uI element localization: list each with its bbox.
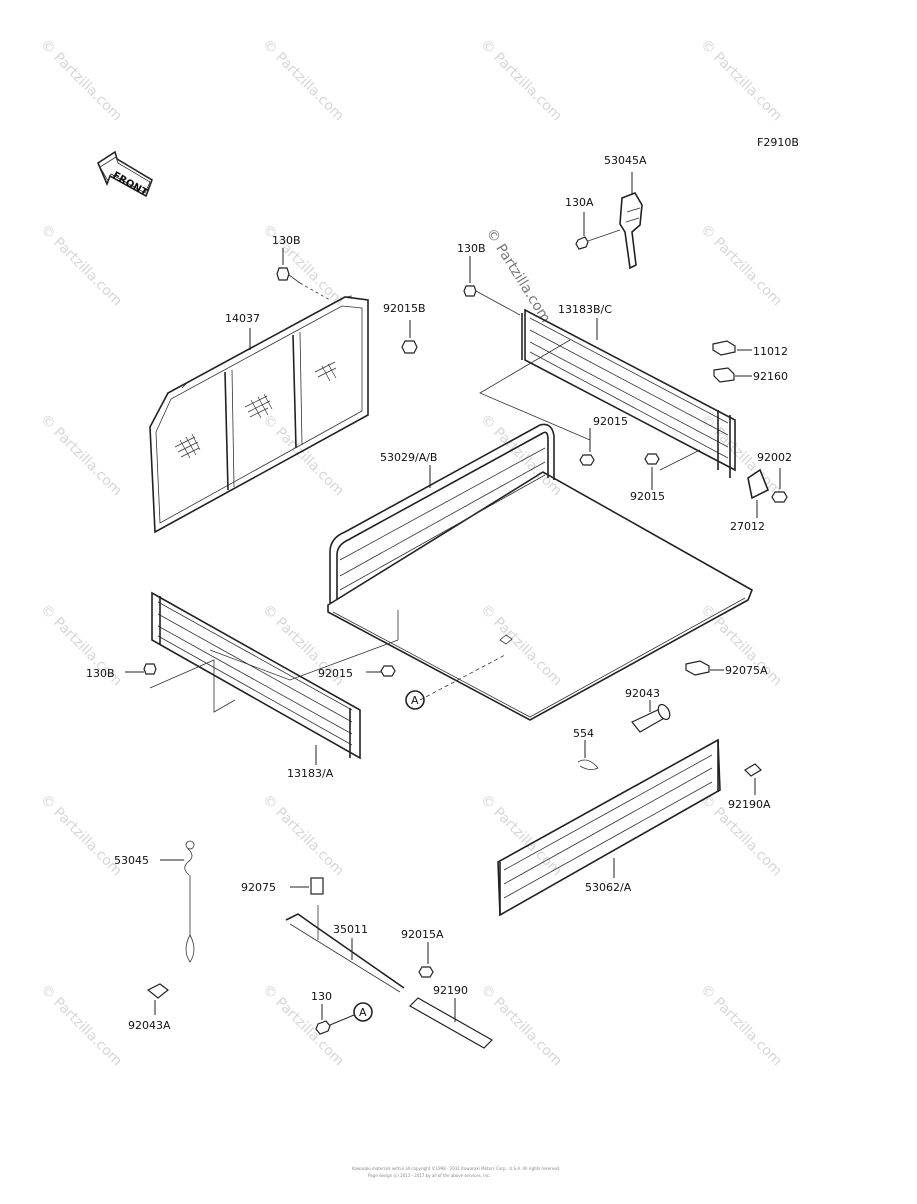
watermark: © Partzilla.com <box>37 792 125 880</box>
nut-icon <box>644 453 660 465</box>
part-label-92043: 92043 <box>625 687 660 700</box>
nut-icon <box>380 665 396 677</box>
part-label-92190A: 92190A <box>728 798 771 811</box>
cap-icon <box>712 340 736 356</box>
assembly-line <box>587 229 621 242</box>
callout-letter: A <box>411 694 419 707</box>
part-label-92015: 92015 <box>630 490 665 503</box>
bolt-icon <box>315 1020 331 1035</box>
watermark: © Partzilla.com <box>697 37 785 125</box>
assembly-line <box>149 659 236 713</box>
clip-icon <box>499 634 513 645</box>
roller-icon <box>310 877 324 895</box>
footer-copyright: Kawasaki materials within all copyright … <box>352 1166 560 1171</box>
watermark: © Partzilla.com <box>37 222 125 310</box>
bolt-icon <box>276 267 301 284</box>
callout-circle <box>405 690 425 710</box>
watermark: © Partzilla.com <box>259 412 347 500</box>
watermark: © Partzilla.com <box>477 982 565 1070</box>
latch-bracket <box>619 192 643 270</box>
cable-assembly <box>184 840 195 963</box>
part-label-92190: 92190 <box>433 984 468 997</box>
clip-icon <box>577 759 599 770</box>
callout-circle <box>353 1002 373 1022</box>
cap-icon <box>713 367 735 383</box>
assembly-line <box>659 449 701 471</box>
assembly-line <box>419 654 506 701</box>
bolt-icon <box>575 236 589 250</box>
nut-icon <box>418 966 434 978</box>
assembly-line <box>479 339 591 441</box>
part-label-92015B: 92015B <box>383 302 426 315</box>
part-label-130A: 130A <box>565 196 594 209</box>
watermark: © Partzilla.com <box>477 37 565 125</box>
tailgate-panel <box>497 738 721 917</box>
part-label-92015: 92015 <box>318 667 353 680</box>
watermark: © Partzilla.com <box>697 222 785 310</box>
part-label-13183BC: 13183B/C <box>558 303 612 316</box>
watermark: © Partzilla.com <box>259 37 347 125</box>
assembly-line <box>475 290 521 316</box>
part-label-92015: 92015 <box>593 415 628 428</box>
tube-icon <box>409 997 493 1049</box>
cap-icon <box>744 763 762 777</box>
diagram-code: F2910B <box>757 136 799 149</box>
watermark: © Partzilla.com <box>259 792 347 880</box>
watermark-center: © Partzilla.com <box>483 226 554 326</box>
part-label-130B: 130B <box>272 234 301 247</box>
part-label-92160: 92160 <box>753 370 788 383</box>
front-arrow-icon: FRONT <box>96 150 153 199</box>
part-label-53045A: 53045A <box>604 154 647 167</box>
part-label-130B: 130B <box>457 242 486 255</box>
part-label-11012: 11012 <box>753 345 788 358</box>
part-label-92075: 92075 <box>241 881 276 894</box>
part-label-53029AB: 53029/A/B <box>380 451 437 464</box>
left-side-panel <box>151 591 361 760</box>
watermark: © Partzilla.com <box>259 982 347 1070</box>
part-label-53062A: 53062/A <box>585 881 632 894</box>
part-label-35011: 35011 <box>333 923 368 936</box>
clip-icon <box>146 983 169 999</box>
right-side-panel <box>521 308 736 478</box>
latch-rod <box>285 905 405 993</box>
part-label-554: 554 <box>573 727 594 740</box>
bolt-icon <box>463 285 477 297</box>
watermark: © Partzilla.com <box>697 982 785 1070</box>
part-label-92002: 92002 <box>757 451 792 464</box>
rear-window-panel <box>149 295 369 534</box>
part-label-14037: 14037 <box>225 312 260 325</box>
part-label-92015A: 92015A <box>401 928 444 941</box>
part-label-92043A: 92043A <box>128 1019 171 1032</box>
part-label-13183A: 13183/A <box>287 767 334 780</box>
cargo-bed <box>327 423 754 721</box>
part-label-130: 130 <box>311 990 332 1003</box>
nut-icon <box>401 340 418 354</box>
block-icon <box>685 660 710 676</box>
part-label-27012: 27012 <box>730 520 765 533</box>
part-label-53045: 53045 <box>114 854 149 867</box>
watermark: © Partzilla.com <box>37 412 125 500</box>
watermark: © Partzilla.com <box>477 792 565 880</box>
leader-line <box>329 1014 355 1026</box>
watermark: © Partzilla.com <box>37 982 125 1070</box>
footer-credit: Page design (c) 2011 - 2017 by all of th… <box>368 1173 490 1178</box>
assembly-line <box>209 610 399 681</box>
bolt-icon <box>143 663 157 675</box>
part-label-92075A: 92075A <box>725 664 768 677</box>
watermark: © Partzilla.com <box>37 37 125 125</box>
callout-letter: A <box>359 1006 367 1019</box>
watermark: © Partzilla.com <box>477 602 565 690</box>
bracket-icon <box>747 468 770 500</box>
nut-icon <box>579 454 595 466</box>
part-label-130B: 130B <box>86 667 115 680</box>
bolt-icon <box>771 491 788 503</box>
